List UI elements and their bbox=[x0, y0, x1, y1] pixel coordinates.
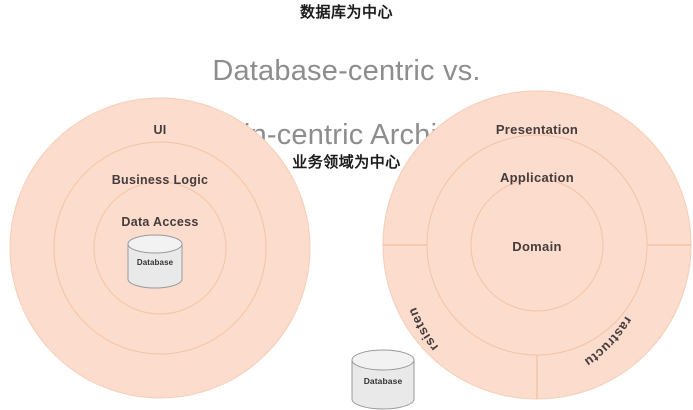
ring-domain bbox=[470, 178, 604, 312]
ring-label-domain: Domain bbox=[512, 239, 561, 254]
ring-label-presentation: Presentation bbox=[496, 122, 578, 137]
database-cylinder-inner: Database bbox=[127, 234, 183, 289]
ring-label-business-logic: Business Logic bbox=[112, 173, 209, 187]
ring-label-data-access: Data Access bbox=[121, 215, 198, 229]
cylinder-label: Database bbox=[137, 258, 174, 267]
cylinder-top bbox=[127, 234, 183, 254]
cylinder-body bbox=[351, 359, 415, 410]
database-cylinder-external: Database bbox=[351, 349, 415, 410]
cylinder-body bbox=[127, 243, 183, 289]
cylinder-top bbox=[351, 349, 415, 371]
ring-label-ui: UI bbox=[153, 123, 166, 137]
ring-label-application: Application bbox=[500, 170, 574, 185]
cylinder-label: Database bbox=[364, 376, 403, 386]
